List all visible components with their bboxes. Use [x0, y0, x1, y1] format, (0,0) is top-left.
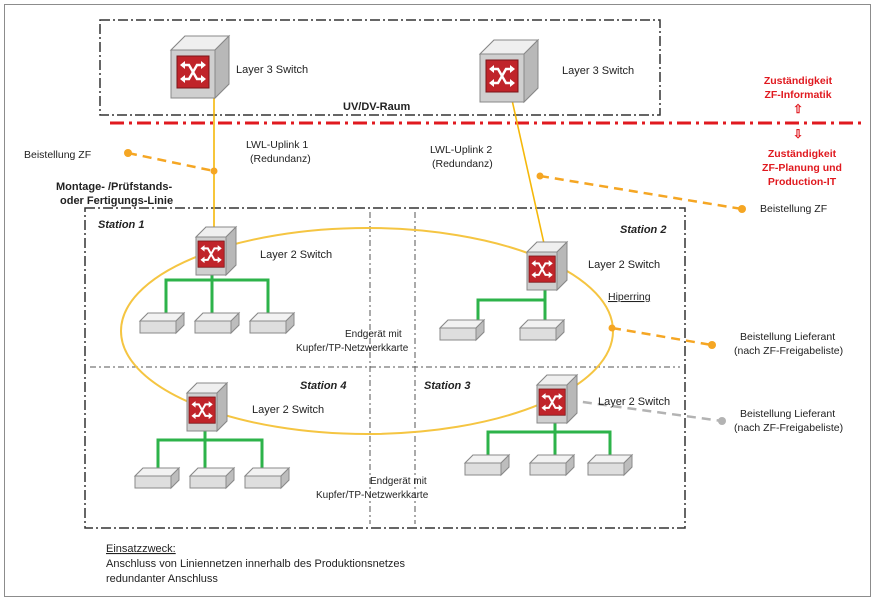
ring-dot-right	[608, 324, 616, 332]
station-2-label: Station 2	[620, 224, 666, 236]
room-label: UV/DV-Raum	[343, 101, 410, 113]
layer2-switch-station3-label: Layer 2 Switch	[598, 396, 670, 408]
provision-zf-left-line	[127, 151, 215, 173]
provision-zf-left-dot	[124, 149, 132, 157]
purpose-line1: Anschluss von Liniennetzen innerhalb des…	[106, 558, 406, 570]
layer3-switch-left-icon	[170, 35, 230, 99]
responsibility-top-line1: Zuständigkeit	[764, 75, 833, 87]
layer2-switch-station1-icon	[195, 226, 237, 276]
provision-supplier2-label: Beistellung Lieferant	[740, 408, 835, 420]
layer2-switch-station3-icon	[536, 374, 578, 424]
layer2-switch-station4-icon	[186, 382, 228, 432]
responsibility-bottom-line1: Zuständigkeit	[768, 148, 837, 160]
provision-supplier1-dot	[708, 341, 716, 349]
provision-supplier2-line	[567, 398, 723, 423]
uplink-1-label: LWL-Uplink 1	[246, 139, 308, 151]
uplink-2	[507, 81, 546, 249]
endpoint-upper-sublabel: Kupfer/TP-Netzwerkkarte	[296, 343, 409, 354]
uv-dv-room-boundary	[99, 19, 661, 116]
purpose-line2: redundanter Anschluss	[106, 573, 218, 585]
provision-zf-right-line	[539, 174, 743, 211]
provision-supplier2-dot	[718, 417, 726, 425]
production-line-label: Montage- /Prüfstands-	[56, 181, 172, 193]
responsibility-up-arrow-icon: ⇧	[793, 102, 803, 116]
layer2-switch-station2-icon	[526, 241, 568, 291]
provision-zf-right-label: Beistellung ZF	[760, 203, 827, 215]
provision-supplier1-label: Beistellung Lieferant	[740, 331, 835, 343]
responsibility-bottom-line3: Production-IT	[768, 176, 837, 188]
uplink-2-label: LWL-Uplink 2	[430, 144, 492, 156]
provision-zf-right-dot	[738, 205, 746, 213]
provision-supplier1-sublabel: (nach ZF-Freigabeliste)	[734, 345, 843, 357]
responsibility-down-arrow-icon: ⇩	[793, 127, 803, 141]
station-3-label: Station 3	[424, 380, 470, 392]
station-1-label: Station 1	[98, 219, 144, 231]
provision-supplier2-sublabel: (nach ZF-Freigabeliste)	[734, 422, 843, 434]
provision-supplier1-line	[611, 326, 713, 347]
endpoint-upper-label: Endgerät mit	[345, 329, 402, 340]
layer2-switch-station4-label: Layer 2 Switch	[252, 404, 324, 416]
responsibility-top-line2: ZF-Informatik	[764, 89, 831, 101]
drop-cables	[156, 270, 612, 470]
layer3-switch-right-icon	[479, 39, 539, 103]
layer3-switch-left-label: Layer 3 Switch	[236, 64, 308, 76]
purpose-heading: Einsatzzweck:	[106, 543, 176, 555]
uplink-2-sublabel: (Redundanz)	[432, 158, 493, 170]
uplink-1-dot	[210, 167, 218, 175]
station-4-label: Station 4	[300, 380, 346, 392]
hiperring-label: Hiperring	[608, 291, 651, 303]
diagram-frame	[4, 4, 871, 597]
endpoint-lower-label: Endgerät mit	[370, 476, 427, 487]
layer2-switch-station2-label: Layer 2 Switch	[588, 259, 660, 271]
production-line-boundary	[84, 207, 686, 529]
uplink-1-sublabel: (Redundanz)	[250, 153, 311, 165]
layer3-switch-right-label: Layer 3 Switch	[562, 65, 634, 77]
provision-zf-left-label: Beistellung ZF	[24, 149, 91, 161]
layer2-switch-station1-label: Layer 2 Switch	[260, 249, 332, 261]
uplink-2-dot	[536, 172, 544, 180]
endpoint-lower-sublabel: Kupfer/TP-Netzwerkkarte	[316, 490, 429, 501]
responsibility-bottom-line2: ZF-Planung und	[762, 162, 842, 174]
production-line-sublabel: oder Fertigungs-Linie	[60, 195, 173, 207]
